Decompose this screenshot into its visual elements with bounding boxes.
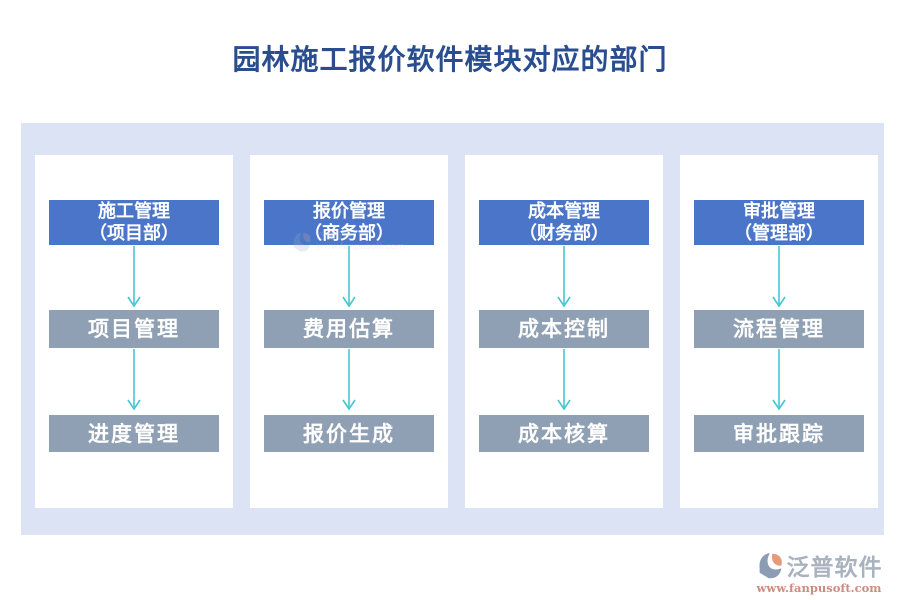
- down-arrow-icon: [556, 246, 572, 310]
- module-header-title: 审批管理: [743, 200, 815, 222]
- column-panel-quotation: 报价管理 （商务部） 费用估算 报价生成: [250, 155, 448, 508]
- module-box: 进度管理: [49, 415, 219, 452]
- module-header-dept: （商务部）: [304, 222, 394, 244]
- module-box: 费用估算: [264, 310, 434, 348]
- column-panel-cost: 成本管理 （财务部） 成本控制 成本核算: [465, 155, 663, 508]
- module-header-title: 成本管理: [528, 200, 600, 222]
- brand-name: 泛普软件: [786, 554, 883, 581]
- brand-url: www.fanpusoft.com: [756, 581, 882, 595]
- module-header: 审批管理 （管理部）: [694, 200, 864, 245]
- module-header: 成本管理 （财务部）: [479, 200, 649, 245]
- down-arrow-icon: [341, 349, 357, 413]
- module-header-dept: （财务部）: [519, 222, 609, 244]
- down-arrow-icon: [556, 349, 572, 413]
- module-header-dept: （项目部）: [89, 222, 179, 244]
- column-panel-approval: 审批管理 （管理部） 流程管理 审批跟踪: [680, 155, 878, 508]
- module-header: 报价管理 （商务部）: [264, 200, 434, 245]
- module-box: 审批跟踪: [694, 415, 864, 452]
- down-arrow-icon: [771, 246, 787, 310]
- down-arrow-icon: [341, 246, 357, 310]
- module-box: 项目管理: [49, 310, 219, 348]
- page-title: 园林施工报价软件模块对应的部门: [232, 43, 668, 76]
- module-box: 流程管理: [694, 310, 864, 348]
- module-box: 成本核算: [479, 415, 649, 452]
- module-header-title: 报价管理: [313, 200, 385, 222]
- brand-footer: 泛普软件 www.fanpusoft.com: [744, 548, 894, 595]
- down-arrow-icon: [126, 349, 142, 413]
- module-header: 施工管理 （项目部）: [49, 200, 219, 245]
- column-panel-construction: 施工管理 （项目部） 项目管理 进度管理: [35, 155, 233, 508]
- down-arrow-icon: [126, 246, 142, 310]
- down-arrow-icon: [771, 349, 787, 413]
- module-header-dept: （管理部）: [734, 222, 824, 244]
- brand-logo-icon: [758, 552, 782, 578]
- module-header-title: 施工管理: [98, 200, 170, 222]
- module-box: 成本控制: [479, 310, 649, 348]
- module-box: 报价生成: [264, 415, 434, 452]
